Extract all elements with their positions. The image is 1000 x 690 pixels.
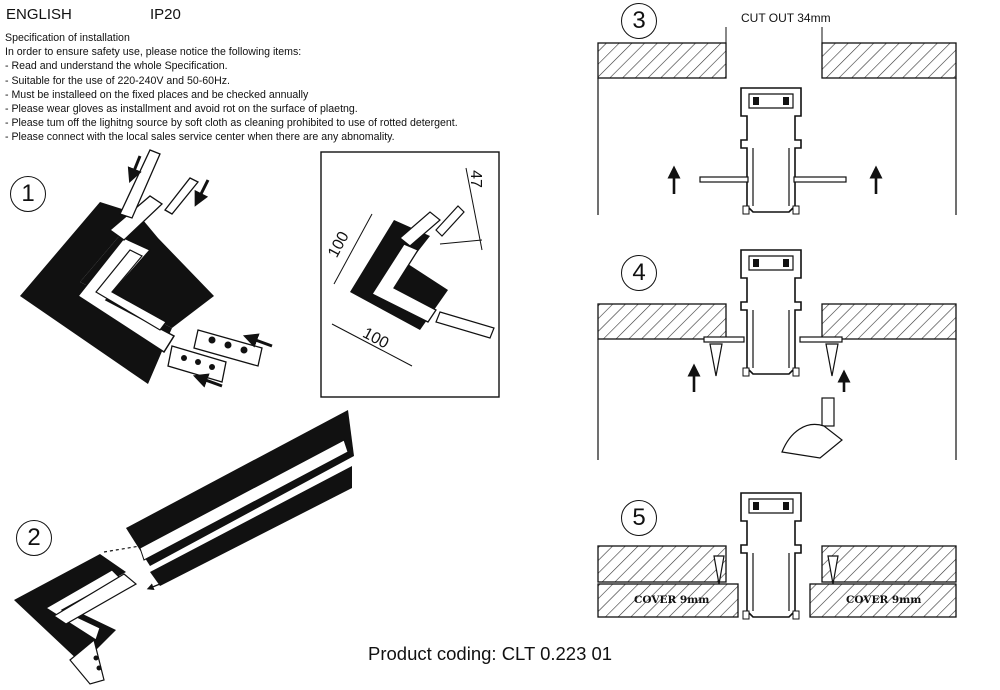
language-label: ENGLISH xyxy=(6,6,72,23)
step-5-marker: 5 xyxy=(621,500,657,536)
figure-dimensions xyxy=(320,151,500,398)
dimension-47: 47 xyxy=(466,170,484,188)
spec-intro: In order to ensure safety use, please no… xyxy=(5,46,302,59)
step-1-marker: 1 xyxy=(10,176,46,212)
specification-text: Specification of installation In order t… xyxy=(5,31,565,145)
spec-item: - Please tum off the lighitng source by … xyxy=(5,117,458,130)
step-3-marker: 3 xyxy=(621,3,657,39)
figure-3-cutout xyxy=(597,27,957,215)
step-4-marker: 4 xyxy=(621,255,657,291)
spec-item: - Please connect with the local sales se… xyxy=(5,131,395,144)
ip-rating: IP20 xyxy=(150,6,181,23)
spec-item: - Must be installeed on the fixed places… xyxy=(5,88,309,101)
figure-5-cover xyxy=(597,492,957,620)
cover-label-right: COVER 9mm xyxy=(846,594,922,606)
step-2-marker: 2 xyxy=(16,520,52,556)
spec-item: - Suitable for the use of 220-240V and 5… xyxy=(5,74,230,87)
cutout-dimension: CUT OUT 34mm xyxy=(741,11,831,25)
spec-item: - Read and understand the whole Specific… xyxy=(5,60,228,73)
product-coding: Product coding: CLT 0.223 01 xyxy=(368,643,613,664)
figure-1-corner xyxy=(20,149,273,388)
figure-4-mounting xyxy=(597,249,957,460)
figure-2-track xyxy=(14,410,354,685)
cover-label-left: COVER 9mm xyxy=(634,594,710,606)
spec-title: Specification of installation xyxy=(5,32,130,44)
spec-item: - Please wear gloves as installment and … xyxy=(5,103,358,116)
